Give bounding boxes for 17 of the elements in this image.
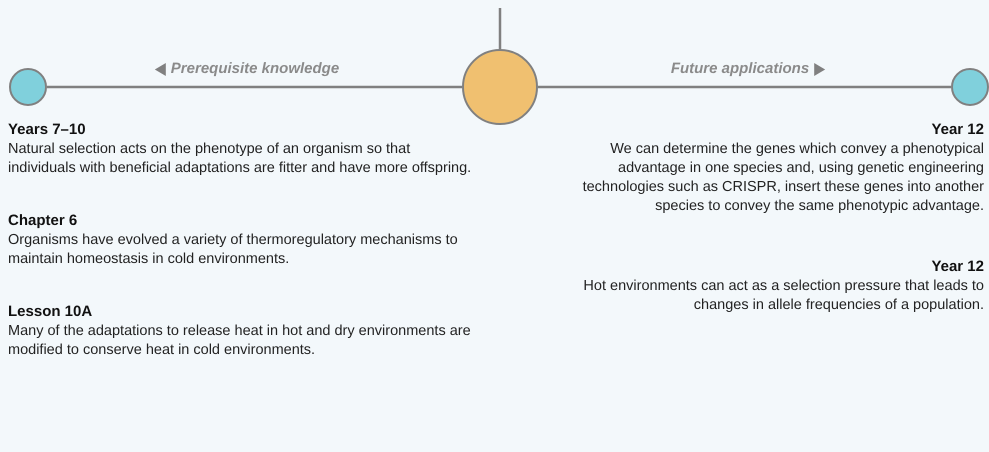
body-text: Many of the adaptations to release heat in hot and dry environments are modified to conserve heat in cold environments. xyxy=(8,322,472,360)
circle-node xyxy=(9,68,47,106)
body-text: Organisms have evolved a variety of thermoregulatory mechanisms to maintain homeostasis in cold environments. xyxy=(8,231,459,269)
body-text: Natural selection acts on the phenotype of an organism so that individuals with beneficial adaptations are fitter and have more offspring. xyxy=(8,140,472,178)
body-text: Hot environments can act as a selection pressure that leads to changes in allele frequencies of a population. xyxy=(582,277,984,315)
body-text: We can determine the genes which convey a phenotypical advantage in one species and, using genetic engineering technologies such as CRISPR, insert these genes into another species to convey the same phenotypic advantage. xyxy=(582,140,984,216)
connector-line xyxy=(498,8,502,49)
edge-label: Future applications xyxy=(668,60,812,77)
section-heading: Year 12 xyxy=(930,120,984,139)
section-heading: Years 7–10 xyxy=(8,120,87,139)
connector-line xyxy=(47,86,462,88)
section-heading: Lesson 10A xyxy=(8,302,94,321)
section-heading: Year 12 xyxy=(930,257,984,276)
edge-label: Prerequisite knowledge xyxy=(168,60,342,77)
circle-node xyxy=(951,68,989,106)
section-heading: Chapter 6 xyxy=(8,211,78,230)
connector-line xyxy=(538,86,951,88)
